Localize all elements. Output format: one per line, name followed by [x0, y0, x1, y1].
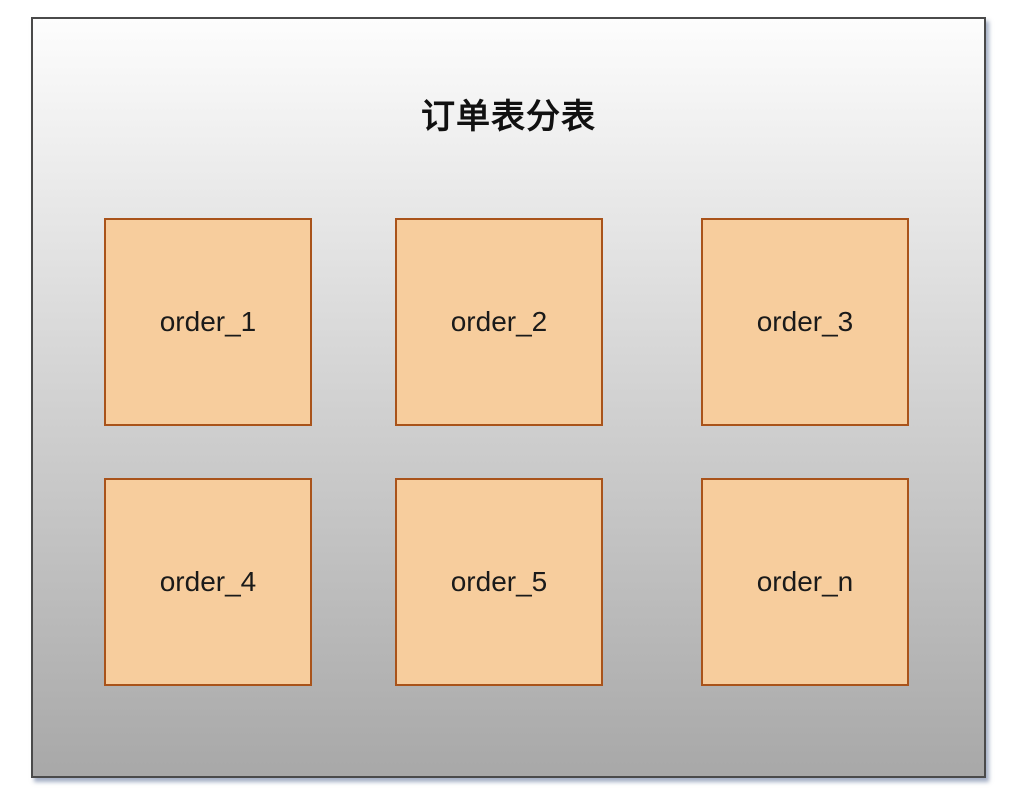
sharding-container: 订单表分表 order_1 order_2 order_3 order_4 or… — [31, 17, 986, 778]
table-label: order_5 — [450, 566, 548, 597]
diagram-title: 订单表分表 — [421, 97, 596, 137]
table-label: order_3 — [756, 306, 854, 337]
table-box-order-5: order_5 — [395, 478, 603, 686]
table-label: order_4 — [159, 566, 257, 597]
table-box-order-4: order_4 — [104, 478, 312, 686]
table-box-order-2: order_2 — [395, 218, 603, 426]
table-label: order_1 — [159, 306, 257, 337]
table-box-order-1: order_1 — [104, 218, 312, 426]
table-box-order-3: order_3 — [701, 218, 909, 426]
table-label: order_n — [756, 566, 854, 597]
table-box-order-n: order_n — [701, 478, 909, 686]
table-label: order_2 — [450, 306, 548, 337]
